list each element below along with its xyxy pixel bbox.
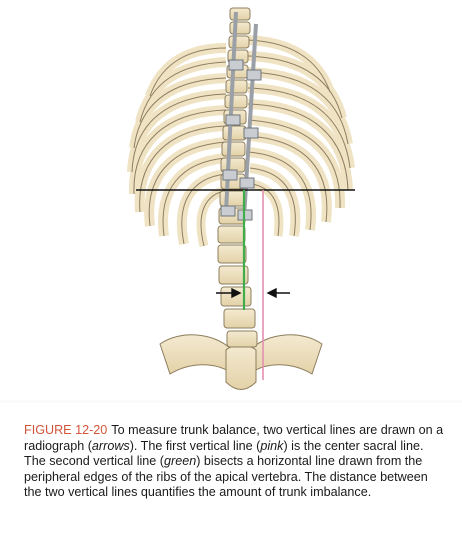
caption-em-green: green	[164, 454, 196, 468]
caption-em-arrows: arrows	[92, 439, 130, 453]
spine-radiograph-figure	[0, 0, 462, 400]
caption-em-pink: pink	[260, 439, 283, 453]
figure-label: FIGURE 12-20	[24, 423, 107, 437]
spine-illustration	[0, 0, 462, 400]
caption-text-2: ). The first vertical line (	[130, 439, 261, 453]
ribs-left	[132, 48, 228, 246]
